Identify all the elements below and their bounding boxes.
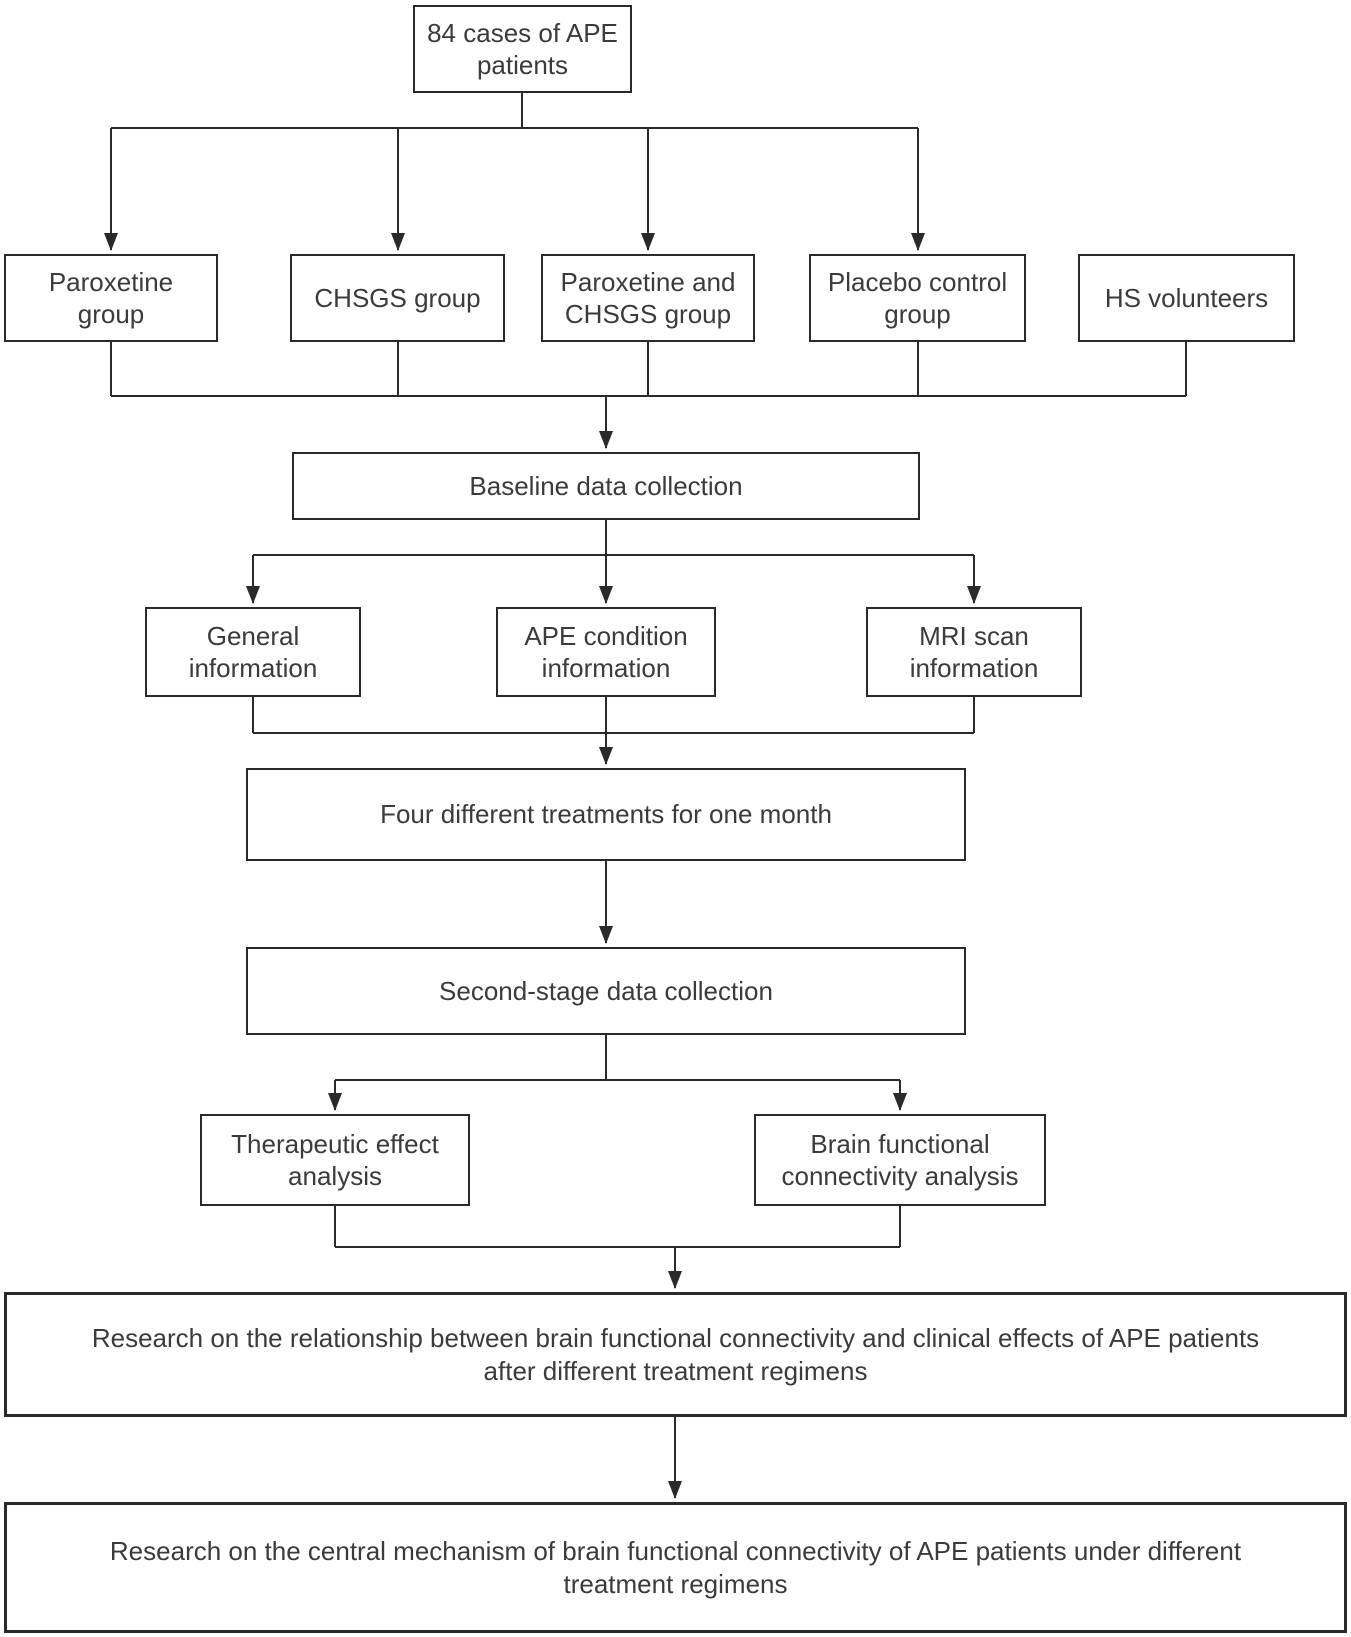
node-baseline-data-collection: Baseline data collection: [292, 452, 920, 520]
node-mri-scan-information: MRI scan information: [866, 607, 1082, 697]
node-ape-condition-information: APE condition information: [496, 607, 716, 697]
node-brain-functional-connectivity-analysis: Brain functional connectivity analysis: [754, 1114, 1046, 1206]
node-paroxetine-chsgs-group: Paroxetine and CHSGS group: [541, 254, 755, 342]
node-general-information: General information: [145, 607, 361, 697]
node-chsgs-group: CHSGS group: [290, 254, 505, 342]
node-total-cases: 84 cases of APE patients: [413, 5, 632, 93]
node-therapeutic-effect-analysis: Therapeutic effect analysis: [200, 1114, 470, 1206]
node-four-treatments: Four different treatments for one month: [246, 768, 966, 861]
node-second-stage-collection: Second-stage data collection: [246, 947, 966, 1035]
node-research-relationship: Research on the relationship between bra…: [4, 1292, 1347, 1417]
node-paroxetine-group: Paroxetine group: [4, 254, 218, 342]
node-research-mechanism: Research on the central mechanism of bra…: [4, 1502, 1347, 1633]
node-placebo-control-group: Placebo control group: [809, 254, 1026, 342]
node-hs-volunteers: HS volunteers: [1078, 254, 1295, 342]
